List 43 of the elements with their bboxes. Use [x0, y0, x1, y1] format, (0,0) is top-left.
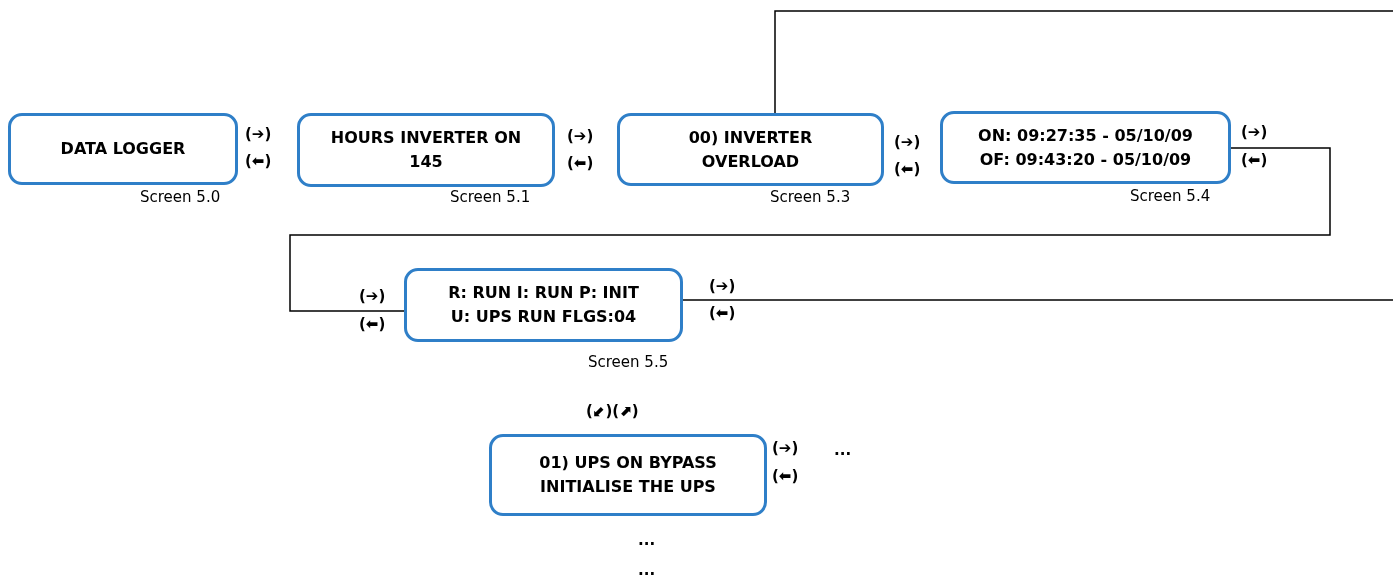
key-hint: ... — [834, 440, 852, 460]
display-line: 00) INVERTER — [688, 126, 813, 149]
key-hint: ... — [638, 530, 656, 550]
screen-box — [404, 268, 683, 342]
connector-line — [289, 147, 1331, 312]
screen-number: Screen 5.0 — [140, 187, 221, 207]
display-line: 01) UPS ON BYPASS — [539, 452, 717, 474]
connector-line — [682, 299, 1393, 301]
key-hint: (➔) — [894, 132, 921, 152]
key-hint: (➔) — [709, 276, 736, 296]
screen-number: Screen 5.4 — [1130, 186, 1211, 206]
display-line: ON: 09:27:35 - 05/10/09 — [978, 124, 1193, 147]
screen-number: Screen 5.1 — [450, 187, 531, 207]
screen-box — [617, 113, 884, 186]
screen-box — [297, 113, 555, 187]
screen-box — [940, 111, 1231, 184]
key-hint: (➔) — [1241, 122, 1268, 142]
key-hint: ... — [638, 560, 656, 580]
key-hint: (➔) — [772, 438, 799, 458]
screen-box — [489, 434, 767, 516]
display-line: 145 — [409, 151, 443, 173]
key-hint: (⬅) — [567, 153, 594, 173]
key-hint: (⬋)(⬈) — [586, 401, 639, 421]
key-hint: (⬅) — [772, 466, 799, 486]
key-hint: (➔) — [245, 124, 272, 144]
key-hint: (⬅) — [894, 159, 921, 179]
key-hint: (⬅) — [1241, 150, 1268, 170]
key-hint: (➔) — [567, 126, 594, 146]
key-hint: (➔) — [359, 286, 386, 306]
screen-box — [8, 113, 238, 185]
key-hint: (⬅) — [359, 314, 386, 334]
key-hint: (⬅) — [245, 151, 272, 171]
display-line: OVERLOAD — [701, 150, 800, 173]
display-line: HOURS INVERTER ON — [330, 127, 522, 149]
connector-line — [774, 10, 1393, 114]
display-line: DATA LOGGER — [60, 138, 186, 160]
display-line: U: UPS RUN FLGS:04 — [450, 306, 637, 328]
screen-number: Screen 5.5 — [588, 352, 669, 372]
display-line: R: RUN I: RUN P: INIT — [448, 282, 639, 304]
display-line: INITIALISE THE UPS — [540, 476, 716, 498]
screen-number: Screen 5.3 — [770, 187, 851, 207]
key-hint: (⬅) — [709, 303, 736, 323]
display-line: OF: 09:43:20 - 05/10/09 — [979, 148, 1192, 171]
